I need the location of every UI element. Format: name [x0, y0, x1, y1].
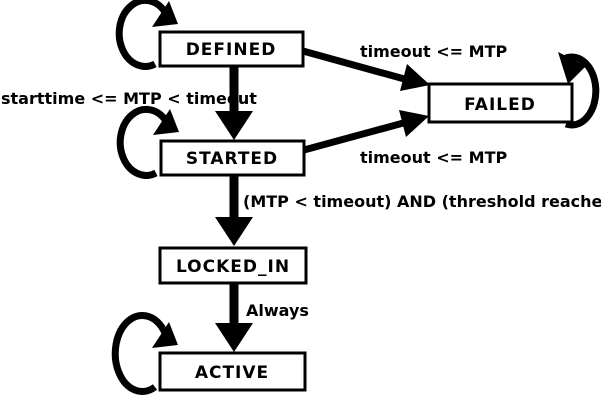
arrowhead-icon — [215, 111, 253, 140]
arrowhead-icon — [152, 322, 178, 348]
self-loop-started — [116, 105, 179, 179]
edge-label-defined-started: starttime <= MTP < timeout — [1, 89, 257, 108]
edge-label-lockedin-active: Always — [246, 301, 309, 320]
arrowhead-icon — [215, 323, 253, 352]
edge-label-started-lockedin: (MTP < timeout) AND (threshold reached) — [243, 192, 601, 211]
edge-defined-to-failed: timeout <= MTP — [302, 42, 507, 91]
state-label-started: STARTED — [186, 149, 278, 169]
state-label-active: ACTIVE — [195, 363, 269, 383]
self-loop-defined — [115, 0, 178, 70]
state-label-failed: FAILED — [464, 95, 536, 115]
state-node-active: ACTIVE — [158, 351, 307, 392]
state-label-defined: DEFINED — [186, 40, 277, 60]
edge-defined-to-started: starttime <= MTP < timeout — [1, 66, 257, 140]
edge-lockedin-to-active: Always — [215, 283, 309, 352]
edge-label-defined-failed: timeout <= MTP — [360, 42, 507, 61]
arrowhead-icon — [152, 1, 178, 27]
state-node-locked-in: LOCKED_IN — [158, 246, 308, 285]
state-node-started: STARTED — [159, 139, 306, 177]
arrowhead-icon — [153, 109, 179, 135]
edge-started-to-lockedin: (MTP < timeout) AND (threshold reached) — [215, 175, 601, 246]
self-loop-active — [111, 312, 178, 395]
state-node-failed: FAILED — [427, 82, 574, 124]
state-label-locked-in: LOCKED_IN — [176, 257, 290, 277]
state-node-defined: DEFINED — [158, 30, 305, 68]
edge-started-to-failed: timeout <= MTP — [303, 110, 507, 167]
arrowhead-icon — [558, 52, 586, 84]
self-loop-failed — [558, 52, 600, 129]
edge-label-started-failed: timeout <= MTP — [360, 148, 507, 167]
arrowhead-icon — [399, 110, 429, 137]
arrowhead-icon — [215, 217, 253, 246]
arrowhead-icon — [400, 64, 430, 91]
